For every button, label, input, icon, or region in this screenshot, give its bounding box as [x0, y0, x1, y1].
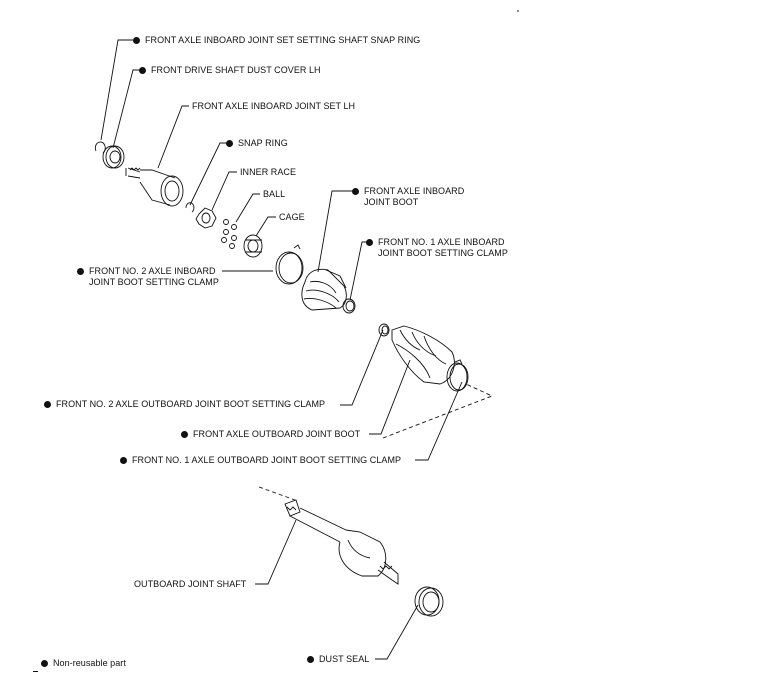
- non-reusable-dot: [44, 400, 51, 408]
- label-outboard-no2-clamp: FRONT NO. 2 AXLE OUTBOARD JOINT BOOT SET…: [44, 399, 325, 410]
- leader-lines: [100, 39, 463, 660]
- non-reusable-dot: [366, 238, 373, 246]
- small-snap-ring: [185, 202, 195, 213]
- non-reusable-dot: [307, 655, 314, 663]
- label-inboard-joint-set: FRONT AXLE INBOARD JOINT SET LH: [192, 101, 356, 111]
- label-ball: BALL: [263, 189, 286, 199]
- label-dust-cover: FRONT DRIVE SHAFT DUST COVER LH: [139, 65, 321, 76]
- legend-dot: [41, 659, 48, 667]
- non-reusable-dot: [133, 36, 140, 44]
- stray-mark: [517, 10, 519, 12]
- label-shaft-snap-ring: FRONT AXLE INBOARD JOINT SET SETTING SHA…: [133, 35, 420, 46]
- outboard-boot: [391, 325, 455, 385]
- label-outboard-shaft: OUTBOARD JOINT SHAFT: [134, 579, 247, 589]
- guide-lines: [258, 383, 494, 501]
- label-outboard-no1-clamp: FRONT NO. 1 AXLE OUTBOARD JOINT BOOT SET…: [120, 455, 401, 466]
- non-reusable-dot: [352, 187, 359, 195]
- outboard-no1-clamp: [446, 359, 469, 392]
- stray-mark-2: [33, 671, 38, 672]
- inboard-boot: [301, 268, 347, 311]
- label-inner-race: INNER RACE: [240, 167, 297, 177]
- cage: [243, 234, 263, 258]
- outboard-no2-clamp: [378, 323, 390, 337]
- label-dust-seal: DUST SEAL: [307, 654, 369, 665]
- outboard-shaft: [284, 499, 399, 585]
- balls: [221, 219, 237, 249]
- dust-seal: [414, 586, 444, 617]
- non-reusable-dot: [139, 66, 146, 74]
- non-reusable-dot: [226, 139, 233, 147]
- inboard-joint-set: [125, 167, 184, 207]
- inboard-no1-clamp: [342, 298, 356, 314]
- label-snap-ring: SNAP RING: [226, 138, 288, 149]
- dust-cover: [102, 145, 125, 169]
- non-reusable-dot: [120, 456, 127, 464]
- inboard-no2-clamp: [275, 244, 304, 285]
- non-reusable-dot: [181, 430, 188, 438]
- label-outboard-boot: FRONT AXLE OUTBOARD JOINT BOOT: [181, 429, 360, 440]
- label-cage: CAGE: [279, 212, 305, 222]
- legend: Non-reusable part: [41, 658, 126, 669]
- non-reusable-dot: [77, 267, 84, 275]
- inner-race: [195, 207, 217, 229]
